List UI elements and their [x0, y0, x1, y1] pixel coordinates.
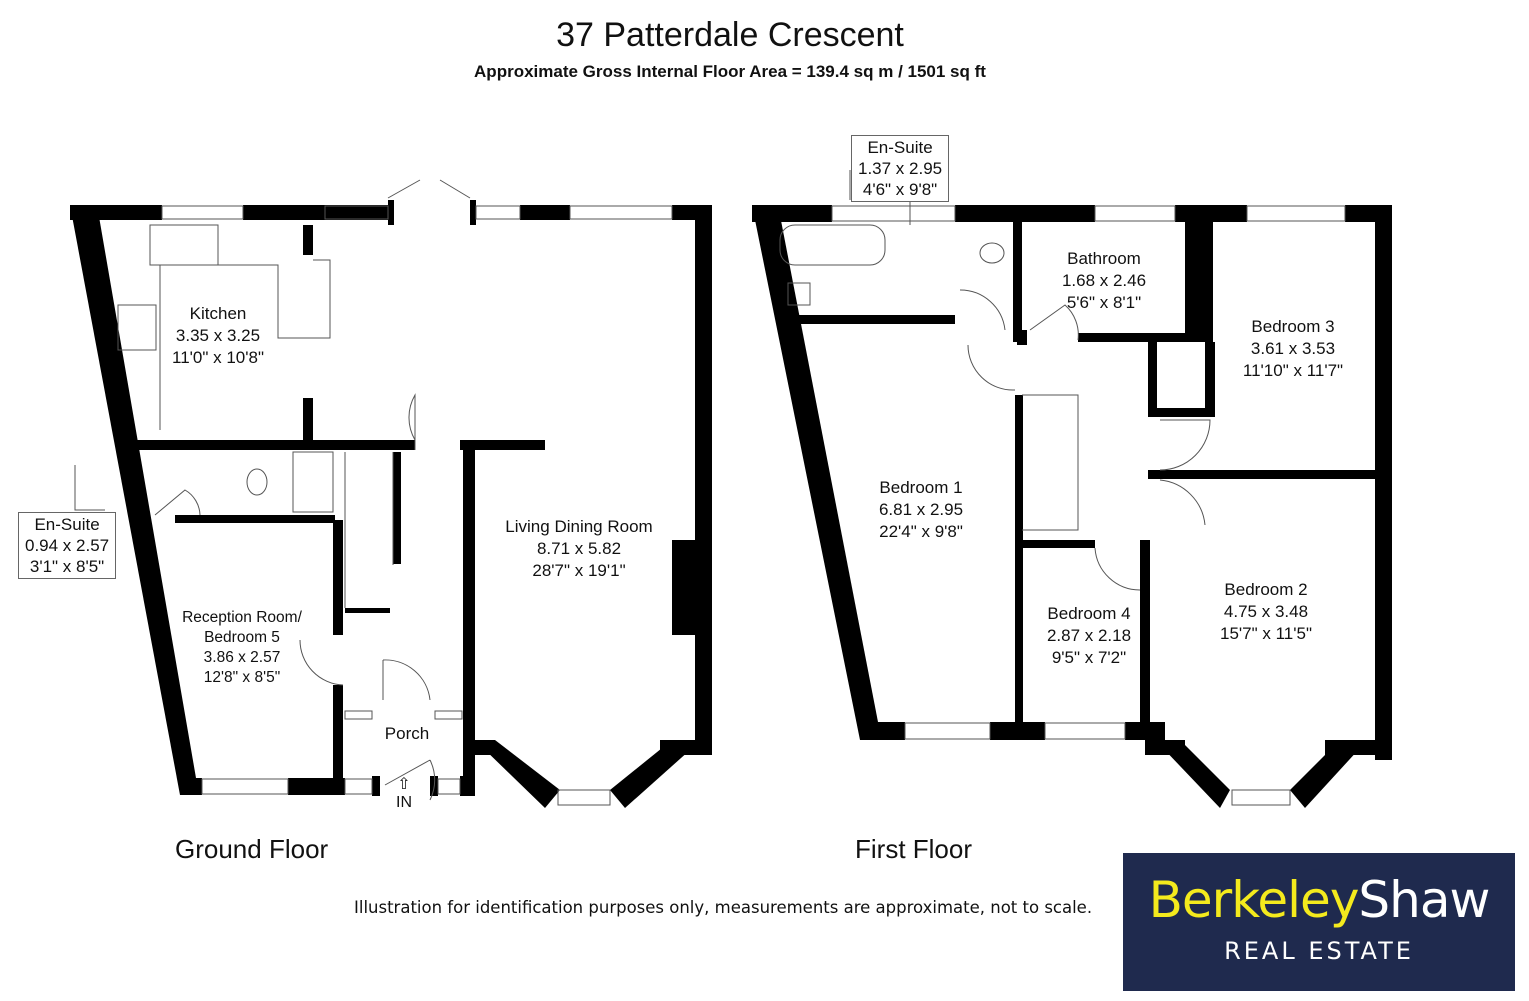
room-reception: Reception Room/ Bedroom 5 3.86 x 2.57 12…	[182, 608, 302, 688]
ground-floor-walls	[70, 200, 712, 808]
room-name: En-Suite	[34, 515, 100, 534]
logo-tagline: REAL ESTATE	[1224, 937, 1414, 965]
room-metric: 3.61 x 3.53	[1250, 339, 1336, 358]
room-imperial: 11'10" x 11'7"	[1242, 361, 1344, 380]
room-name: Kitchen	[189, 304, 247, 323]
ground-floor-label: Ground Floor	[175, 834, 329, 864]
ground-floor-details	[74, 179, 673, 806]
entrance-label: IN	[396, 794, 412, 811]
room-imperial: 11'0" x 10'8"	[172, 348, 264, 367]
room-bedroom-2: Bedroom 2 4.75 x 3.48 15'7" x 11'5"	[1220, 579, 1312, 645]
room-metric: 8.71 x 5.82	[536, 539, 622, 558]
room-bedroom-4: Bedroom 4 2.87 x 2.18 9'5" x 7'2"	[1047, 603, 1131, 669]
room-name: Bedroom 2	[1224, 580, 1308, 599]
disclaimer: Illustration for identification purposes…	[354, 898, 1093, 917]
first-floor-walls	[752, 205, 1392, 808]
room-name: Living Dining Room	[505, 517, 653, 536]
room-imperial: 22'4" x 9'8"	[879, 522, 963, 541]
room-imperial: 15'7" x 11'5"	[1220, 624, 1312, 643]
room-name: Reception Room/	[182, 609, 302, 626]
logo-part1: Berkeley	[1148, 871, 1360, 929]
callout-ensuite-ground: En-Suite 0.94 x 2.57 3'1" x 8'5"	[18, 512, 117, 579]
room-imperial: 4'6" x 9'8"	[862, 180, 938, 199]
room-bedroom-3: Bedroom 3 3.61 x 3.53 11'10" x 11'7"	[1243, 316, 1343, 382]
room-bathroom: Bathroom 1.68 x 2.46 5'6" x 8'1"	[1062, 248, 1146, 314]
room-name: En-Suite	[867, 138, 933, 157]
room-name: Porch	[384, 724, 430, 743]
room-metric: 1.68 x 2.46	[1061, 271, 1147, 290]
first-floor-details	[779, 170, 1346, 806]
room-imperial: 28'7" x 19'1"	[532, 561, 626, 580]
entrance-marker: ⇧ IN	[396, 776, 412, 812]
room-imperial: 5'6" x 8'1"	[1066, 293, 1142, 312]
room-imperial: 12'8" x 8'5"	[203, 669, 281, 686]
room-name: Bathroom	[1067, 249, 1141, 268]
arrow-up-icon: ⇧	[397, 776, 411, 793]
room-imperial: 9'5" x 7'2"	[1051, 648, 1127, 667]
room-porch: Porch	[385, 723, 429, 745]
floor-area-subtitle: Approximate Gross Internal Floor Area = …	[474, 62, 986, 81]
room-kitchen: Kitchen 3.35 x 3.25 11'0" x 10'8"	[172, 303, 264, 369]
first-floor-label: First Floor	[855, 834, 972, 864]
room-living-dining: Living Dining Room 8.71 x 5.82 28'7" x 1…	[505, 516, 652, 582]
room-metric: 4.75 x 3.48	[1223, 602, 1309, 621]
room-metric: 3.86 x 2.57	[203, 649, 281, 666]
room-bedroom-1: Bedroom 1 6.81 x 2.95 22'4" x 9'8"	[879, 477, 963, 543]
room-imperial: 3'1" x 8'5"	[29, 557, 105, 576]
room-name: Bedroom 1	[879, 478, 963, 497]
room-metric: 0.94 x 2.57	[25, 536, 110, 555]
room-metric: 3.35 x 3.25	[175, 326, 261, 345]
logo-brand: BerkeleyShaw	[1123, 871, 1515, 929]
room-metric: 1.37 x 2.95	[858, 159, 943, 178]
callout-ensuite-first: En-Suite 1.37 x 2.95 4'6" x 9'8"	[851, 135, 950, 202]
room-metric: 6.81 x 2.95	[878, 500, 964, 519]
page-title: 37 Patterdale Crescent	[556, 16, 904, 54]
room-name: Bedroom 4	[1047, 604, 1131, 623]
berkeley-shaw-logo: BerkeleyShaw REAL ESTATE	[1123, 853, 1515, 991]
room-metric: 2.87 x 2.18	[1046, 626, 1132, 645]
room-name-2: Bedroom 5	[204, 629, 280, 646]
logo-part2: Shaw	[1358, 871, 1490, 929]
room-name: Bedroom 3	[1251, 317, 1335, 336]
